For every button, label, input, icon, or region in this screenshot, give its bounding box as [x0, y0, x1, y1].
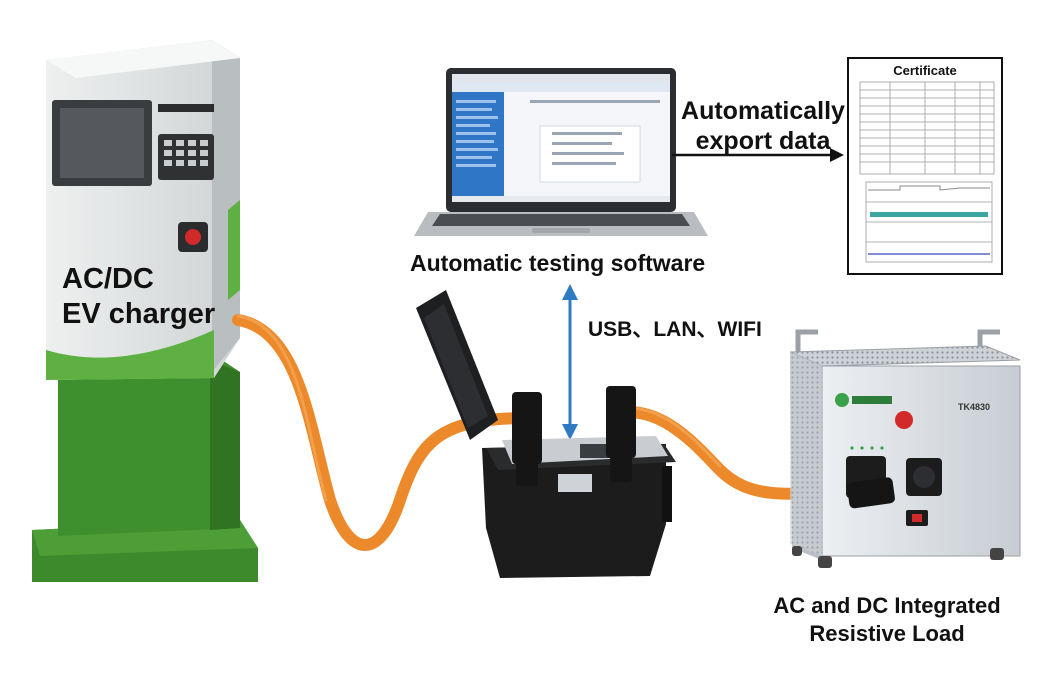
certificate-waveform — [870, 212, 988, 217]
export-label-line2: export data — [695, 127, 831, 155]
export-arrow — [672, 148, 844, 162]
software-sidebar — [452, 92, 504, 196]
charger-label-line2: EV charger — [62, 298, 216, 330]
load-emergency-stop — [895, 411, 913, 429]
test-adapter-box-icon — [416, 290, 676, 578]
charger-card-slot — [158, 104, 214, 112]
connection-label: USB、LAN、WIFI — [588, 318, 762, 341]
charger-label-line1: AC/DC — [62, 263, 154, 295]
certificate-document-icon — [847, 57, 1003, 275]
software-label: Automatic testing software — [410, 250, 706, 276]
charger-column — [58, 360, 240, 536]
charger-label: AC/DC EV charger — [62, 262, 215, 332]
load-label-line2: Resistive Load — [809, 621, 965, 646]
certificate-title: Certificate — [893, 63, 957, 78]
ev-charger-icon — [32, 40, 258, 582]
charger-stop-button — [185, 229, 201, 245]
load-label: AC and DC Integrated Resistive Load — [742, 592, 1032, 648]
load-brand-logo — [835, 393, 892, 407]
connection-arrow — [562, 284, 578, 440]
load-label-line1: AC and DC Integrated — [773, 593, 1001, 618]
charger-keypad — [158, 134, 214, 180]
export-label: Automatically export data — [668, 96, 858, 156]
load-model: TK4830 — [958, 402, 990, 412]
resistive-load-cabinet-icon: TK4830 — [789, 329, 1021, 568]
laptop-icon — [414, 68, 708, 236]
export-label-line1: Automatically — [681, 97, 845, 125]
